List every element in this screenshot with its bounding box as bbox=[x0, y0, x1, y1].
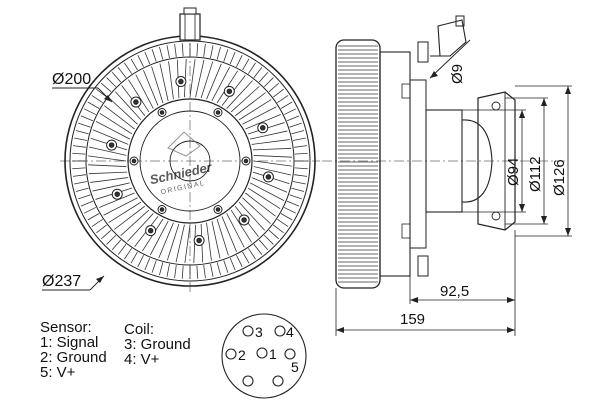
sensor-legend-item: 2: Ground bbox=[40, 349, 107, 366]
sensor-legend-title: Sensor: bbox=[40, 319, 92, 336]
dim-9-leader bbox=[429, 39, 471, 79]
clutch-body bbox=[335, 39, 381, 289]
coil-legend-item: 3: Ground bbox=[124, 336, 191, 353]
pin-3-label: 3 bbox=[255, 324, 263, 340]
connector-face bbox=[221, 313, 307, 399]
sensor-lug bbox=[179, 13, 201, 41]
pin-1 bbox=[256, 347, 268, 359]
pin-4 bbox=[274, 325, 286, 337]
dim-237-leader bbox=[42, 275, 105, 291]
coil-legend-item: 4: V+ bbox=[124, 351, 160, 368]
dim-237-label: Ø237 bbox=[42, 273, 81, 290]
horizontal-dimensions bbox=[335, 230, 516, 336]
dim-159-label: 159 bbox=[400, 311, 425, 328]
sensor-legend-item: 1: Signal bbox=[40, 334, 99, 351]
dim-94-label: Ø94 bbox=[505, 158, 522, 186]
pin-1-label: 1 bbox=[269, 346, 277, 362]
dim-92-5-label: 92,5 bbox=[440, 283, 469, 300]
dim-200-label: Ø200 bbox=[52, 71, 91, 88]
sensor-legend: Sensor: 1: Signal 2: Ground 5: V+ bbox=[40, 320, 107, 380]
bolt-holes bbox=[106, 76, 274, 246]
pin-5 bbox=[284, 348, 296, 360]
coil-legend: Coil: 3: Ground 4: V+ bbox=[124, 322, 191, 367]
pin-5-label: 5 bbox=[291, 359, 299, 375]
dim-126-label: Ø126 bbox=[551, 159, 568, 196]
sensor-legend-item: 5: V+ bbox=[40, 364, 76, 381]
front-view bbox=[60, 7, 320, 292]
dim-112-label: Ø112 bbox=[527, 156, 544, 192]
connector-bracket bbox=[437, 19, 467, 57]
dim-200-leader bbox=[52, 87, 113, 103]
coil-legend-title: Coil: bbox=[124, 321, 155, 338]
pin-2 bbox=[225, 348, 237, 360]
shaft-housing bbox=[425, 109, 463, 213]
pin-3 bbox=[242, 325, 254, 337]
side-fins bbox=[338, 45, 378, 283]
vertical-dimensions bbox=[462, 85, 572, 237]
rear-body bbox=[379, 51, 411, 277]
dim-9-label: Ø9 bbox=[449, 64, 466, 84]
pin-4-label: 4 bbox=[286, 324, 294, 340]
pin-2-label: 2 bbox=[238, 347, 246, 363]
side-view bbox=[322, 15, 565, 289]
